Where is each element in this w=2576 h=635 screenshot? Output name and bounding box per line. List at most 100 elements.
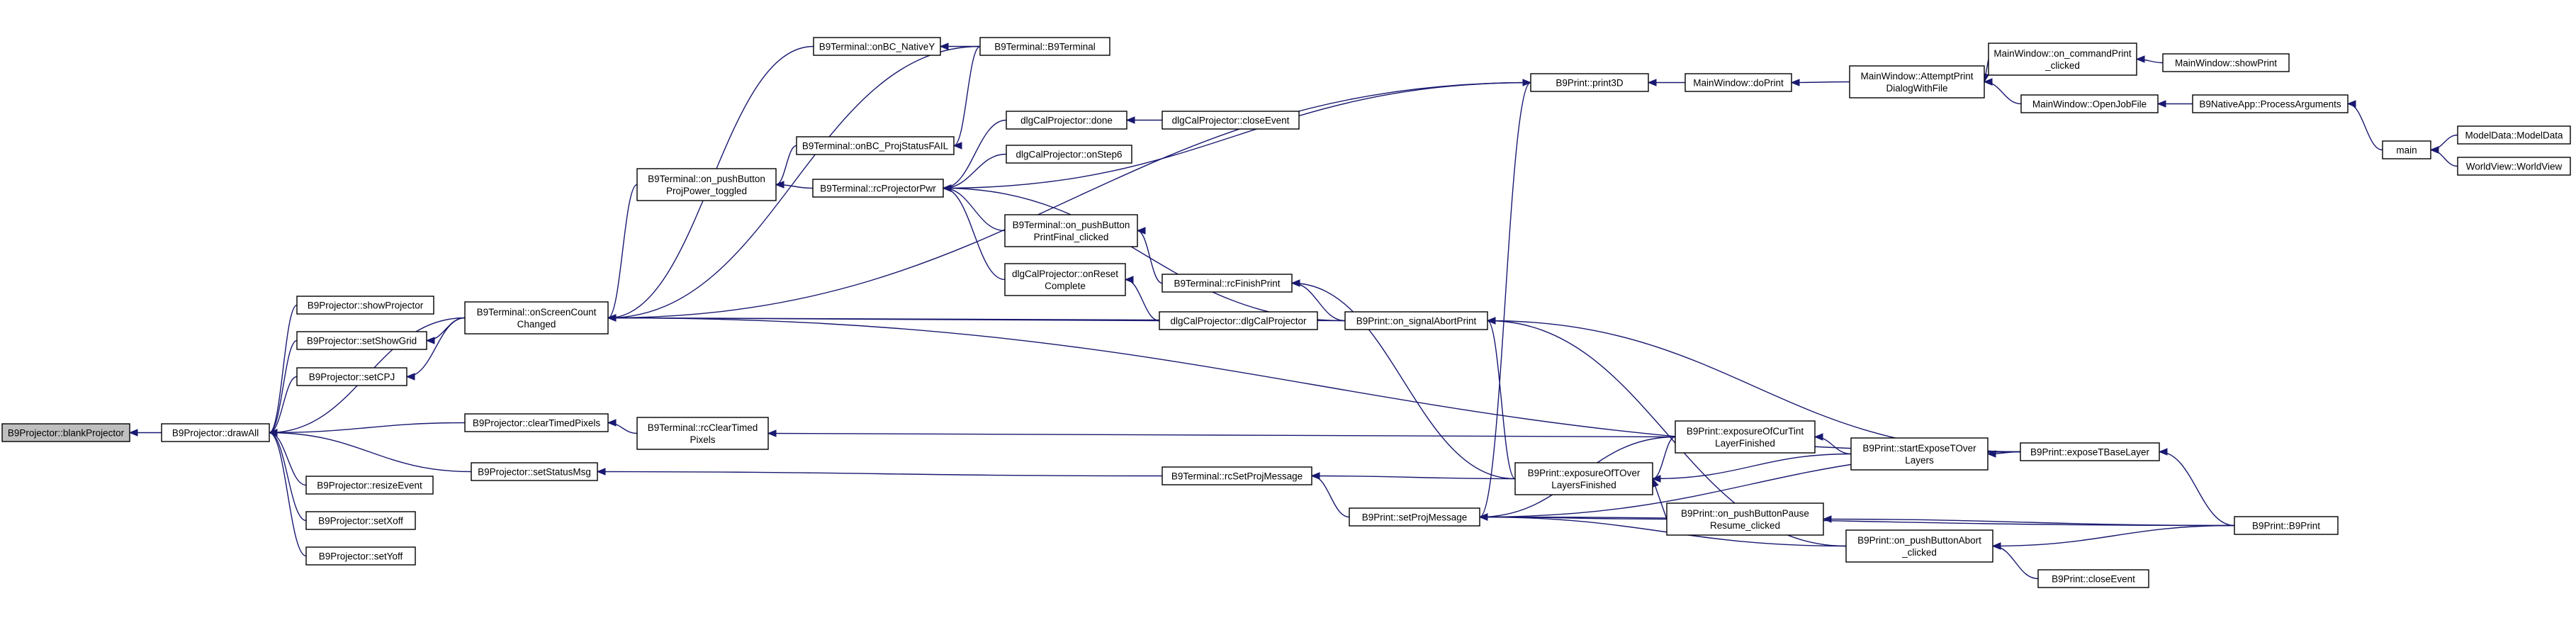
arrowhead bbox=[607, 314, 617, 322]
node-exposeTBaseLayer[interactable]: B9Print::exposeTBaseLayer bbox=[2020, 442, 2160, 461]
node-box bbox=[979, 37, 1110, 56]
arrowhead bbox=[1983, 78, 1993, 86]
node-blankProjector[interactable]: B9Projector::blankProjector bbox=[1, 423, 130, 442]
node-rcSetProjMessage[interactable]: B9Terminal::rcSetProjMessage bbox=[1162, 466, 1312, 485]
node-setProjMessage[interactable]: B9Print::setProjMessage bbox=[1349, 507, 1480, 527]
node-rcProjectorPwr[interactable]: B9Terminal::rcProjectorPwr bbox=[812, 179, 944, 198]
edge-onPushButtonAbort-to-setProjMessage bbox=[1479, 516, 1847, 547]
node-onCommandPrint[interactable]: MainWindow::on_commandPrint_clicked bbox=[1988, 43, 2137, 76]
edge-print3D-to-onScreenCountChanged bbox=[607, 82, 1531, 319]
node-box bbox=[1349, 507, 1480, 527]
edge-dlgOnStep6-to-rcProjectorPwr bbox=[943, 153, 1007, 189]
node-box bbox=[2020, 442, 2160, 461]
arrowhead bbox=[405, 373, 415, 381]
node-label: B9Projector::drawAll bbox=[172, 428, 259, 439]
node-setShowGrid[interactable]: B9Projector::setShowGrid bbox=[296, 331, 427, 350]
edge-b9Terminal-to-onScreenCountChanged bbox=[607, 45, 981, 319]
arrowhead bbox=[2429, 146, 2439, 154]
node-print3D[interactable]: B9Print::print3D bbox=[1530, 73, 1649, 92]
node-doPrint[interactable]: MainWindow::doPrint bbox=[1684, 73, 1792, 92]
node-b9PrintCtor[interactable]: B9Print::B9Print bbox=[2234, 516, 2339, 535]
edge-exposureOfCurTint-to-exposureOfTOver bbox=[1652, 436, 1676, 480]
node-setStatusMsg[interactable]: B9Projector::setStatusMsg bbox=[471, 462, 598, 481]
node-dlgDone[interactable]: dlgCalProjector::done bbox=[1006, 111, 1127, 130]
node-onPushButtonPrintFinal[interactable]: B9Terminal::on_pushButtonPrintFinal_clic… bbox=[1004, 214, 1138, 247]
arrowhead bbox=[2158, 448, 2168, 456]
node-dlgOnStep6[interactable]: dlgCalProjector::onStep6 bbox=[1006, 145, 1132, 164]
node-b9Terminal[interactable]: B9Terminal::B9Terminal bbox=[979, 37, 1110, 56]
edge-modelData-to-main bbox=[2430, 134, 2458, 151]
node-box bbox=[1162, 466, 1312, 485]
node-rcFinishPrint[interactable]: B9Terminal::rcFinishPrint bbox=[1162, 274, 1293, 293]
node-onBCNativeY[interactable]: B9Terminal::onBC_NativeY bbox=[813, 37, 941, 56]
node-onSignalAbortPrint[interactable]: B9Print::on_signalAbortPrint bbox=[1344, 311, 1488, 330]
node-onBCProjStatusFAIL[interactable]: B9Terminal::onBC_ProjStatusFAIL bbox=[796, 136, 955, 155]
node-printCloseEvent[interactable]: B9Print::closeEvent bbox=[2037, 569, 2149, 588]
node-resizeEvent[interactable]: B9Projector::resizeEvent bbox=[305, 476, 434, 495]
edge-exposureOfCurTint-to-termClearTimed bbox=[767, 432, 1676, 438]
node-box bbox=[1004, 214, 1138, 247]
edge-printCloseEvent-to-onPushButtonAbort bbox=[1992, 545, 2039, 580]
node-label: B9Terminal::onBC_NativeY bbox=[819, 42, 935, 52]
edge-setStatusMsg-to-drawAll bbox=[269, 432, 472, 473]
node-dlgCtor[interactable]: dlgCalProjector::dlgCalProjector bbox=[1159, 311, 1318, 330]
node-box bbox=[1344, 311, 1488, 330]
node-onPushButtonPause[interactable]: B9Print::on_pushButtonPauseResume_clicke… bbox=[1666, 502, 1824, 536]
edge-setShowGrid-to-drawAll bbox=[269, 339, 298, 434]
node-modelData[interactable]: ModelData::ModelData bbox=[2457, 125, 2571, 145]
node-openJobFile[interactable]: MainWindow::OpenJobFile bbox=[2020, 94, 2159, 113]
node-box bbox=[296, 331, 427, 350]
node-box bbox=[1666, 502, 1824, 536]
node-box bbox=[1988, 43, 2137, 76]
node-showPrint[interactable]: MainWindow::showPrint bbox=[2162, 53, 2290, 72]
edge-setCPJ-to-drawAll bbox=[269, 376, 298, 434]
node-label: _clicked bbox=[2045, 60, 2080, 71]
arrowhead bbox=[1790, 79, 1800, 86]
node-label: _clicked bbox=[1901, 547, 1937, 558]
edge-onScreenCountChanged-to-setCPJ bbox=[406, 317, 466, 378]
arrowhead bbox=[1486, 317, 1496, 325]
arrowhead bbox=[1822, 515, 1832, 523]
node-drawAll[interactable]: B9Projector::drawAll bbox=[161, 423, 270, 442]
node-label: B9Projector::showProjector bbox=[308, 300, 424, 311]
node-box bbox=[2457, 157, 2571, 176]
node-box bbox=[1845, 529, 1993, 563]
node-setCPJ[interactable]: B9Projector::setCPJ bbox=[296, 367, 407, 386]
node-onPushButtonAbort[interactable]: B9Print::on_pushButtonAbort_clicked bbox=[1845, 529, 1993, 563]
node-label: B9Projector::blankProjector bbox=[8, 428, 125, 439]
node-onPushButtonProjPower[interactable]: B9Terminal::on_pushButtonProjPower_toggl… bbox=[636, 168, 777, 201]
node-main[interactable]: main bbox=[2382, 140, 2431, 159]
node-box bbox=[464, 301, 609, 335]
arrowhead bbox=[775, 181, 784, 189]
node-processArguments[interactable]: B9NativeApp::ProcessArguments bbox=[2192, 94, 2349, 113]
node-clearTimedPixels[interactable]: B9Projector::clearTimedPixels bbox=[464, 413, 609, 432]
node-setXoff[interactable]: B9Projector::setXoff bbox=[305, 511, 416, 530]
node-showProjector[interactable]: B9Projector::showProjector bbox=[296, 296, 434, 315]
node-box bbox=[1530, 73, 1649, 92]
node-dlgCloseEvent[interactable]: dlgCalProjector::closeEvent bbox=[1162, 111, 1300, 130]
node-box bbox=[161, 423, 270, 442]
edge-onPushButtonPrintFinal-to-rcProjectorPwr bbox=[943, 187, 1006, 232]
node-label: B9Terminal::B9Terminal bbox=[994, 42, 1096, 52]
node-worldView[interactable]: WorldView::WorldView bbox=[2457, 157, 2571, 176]
node-setYoff[interactable]: B9Projector::setYoff bbox=[305, 546, 416, 566]
edge-exposureOfTOver-to-rcSetProjMessage bbox=[1311, 475, 1516, 480]
node-label: MainWindow::on_commandPrint bbox=[1993, 48, 2132, 59]
arrowhead bbox=[128, 429, 138, 437]
node-label: MainWindow::showPrint bbox=[2175, 58, 2277, 69]
node-box bbox=[296, 367, 407, 386]
node-label: B9Print::on_pushButtonPause bbox=[1681, 508, 1809, 519]
node-box bbox=[1514, 462, 1653, 495]
node-box bbox=[2192, 94, 2349, 113]
node-label: Pixels bbox=[690, 434, 715, 445]
node-box bbox=[1849, 65, 1985, 99]
node-label: PrintFinal_clicked bbox=[1034, 232, 1109, 242]
node-label: B9Projector::resizeEvent bbox=[317, 481, 422, 491]
